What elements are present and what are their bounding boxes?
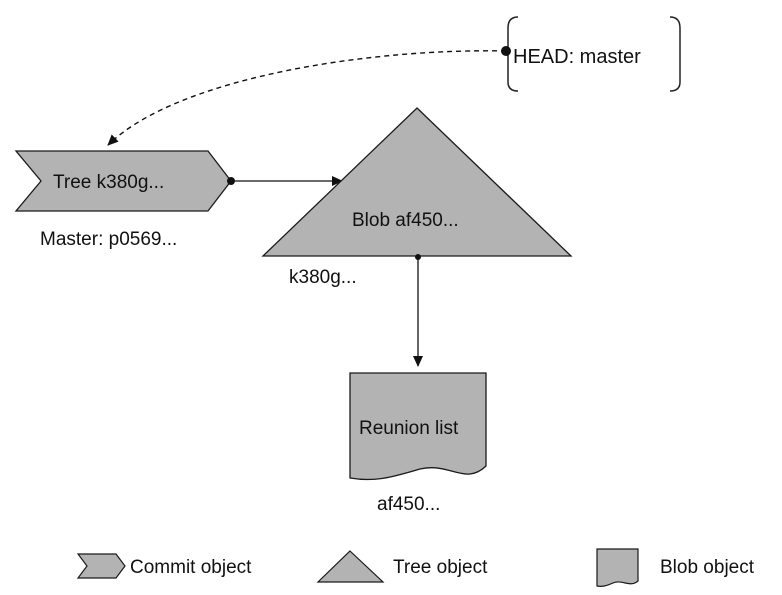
commit-object: Tree k380g... Master: p0569... [14,150,232,250]
blob-shape [349,372,487,481]
legend: Commit object Tree object Blob object [76,548,755,587]
tree-shape [261,107,573,257]
head-reference: HEAD: master [501,16,681,92]
legend-blob-icon [596,548,639,587]
legend-commit-icon [76,553,126,579]
commit-caption: Master: p0569... [40,229,177,250]
blob-caption: af450... [377,494,440,515]
legend-tree-icon [316,550,385,583]
commit-label: Tree k380g... [53,172,164,193]
tree-caption: k380g... [289,267,357,288]
tree-label: Blob af450... [352,210,459,231]
legend-blob-label: Blob object [660,557,755,578]
blob-object: Reunion list af450... [349,372,487,515]
blob-label: Reunion list [359,418,459,439]
commit-pointer-dot [227,177,235,185]
legend-tree-label: Tree object [393,557,488,578]
commit-shape [14,150,232,212]
head-label: HEAD: master [513,46,641,68]
legend-commit-label: Commit object [130,557,252,578]
tree-pointer-dot [415,254,421,260]
head-to-commit-arrow [107,50,507,146]
tree-object: Blob af450... k380g... [261,107,573,288]
